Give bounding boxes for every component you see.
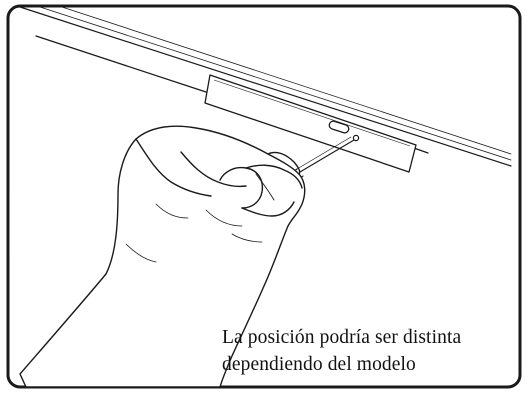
optical-drive-tray bbox=[204, 74, 417, 173]
position-note-line-1: La posición podría ser distinta bbox=[222, 327, 462, 348]
laptop-edge bbox=[19, 6, 512, 167]
eject-button bbox=[328, 120, 350, 134]
eject-drive-illustration bbox=[6, 4, 522, 389]
emergency-eject-hole bbox=[352, 134, 360, 142]
illustration-frame: La posición podría ser distinta dependie… bbox=[6, 4, 522, 389]
frame-border bbox=[6, 4, 522, 389]
position-note-line-2: dependiendo del modelo bbox=[222, 354, 416, 375]
position-note: La posición podría ser distinta dependie… bbox=[222, 324, 528, 378]
hand-illustration bbox=[19, 125, 306, 388]
